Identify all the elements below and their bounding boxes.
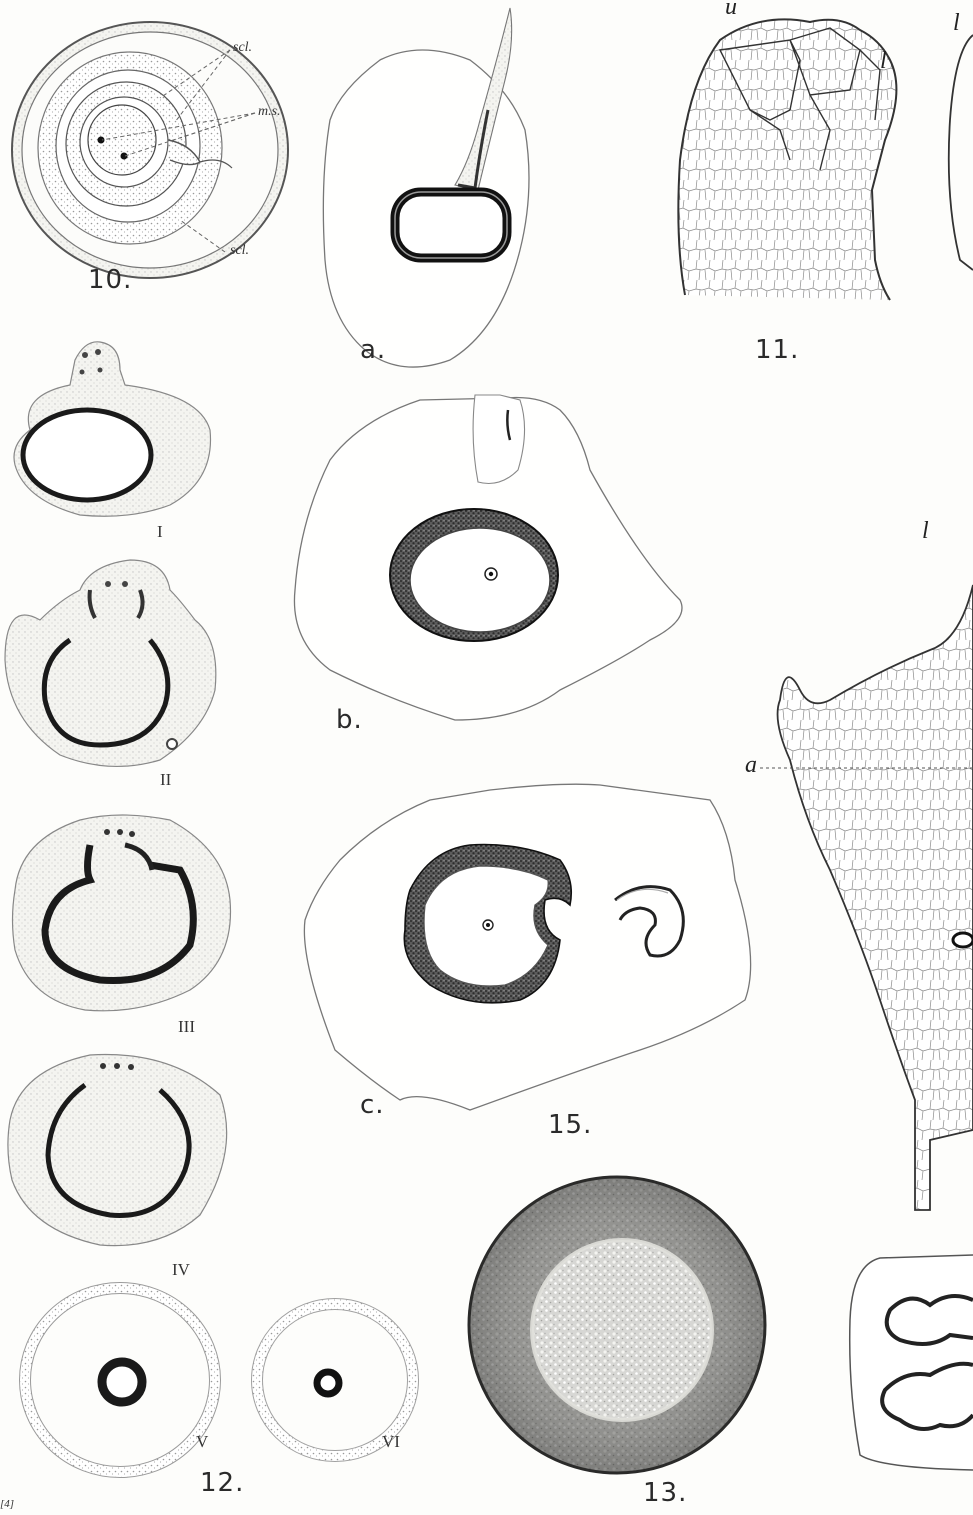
figure-15a	[323, 8, 529, 367]
figure-15c	[304, 784, 750, 1110]
figure-13	[469, 1177, 765, 1473]
figure-11-number: 11.	[755, 335, 799, 365]
figure-15a-label: a.	[360, 335, 386, 365]
figure-10-label-ms: m.s.	[258, 104, 281, 120]
figure-12-section-IV	[8, 1055, 227, 1246]
figure-12-section-II	[5, 560, 216, 766]
figure-15c-label: c.	[360, 1090, 385, 1120]
figure-12-label-III: III	[178, 1017, 195, 1037]
figure-12-label-IV: IV	[172, 1260, 190, 1280]
figure-12-label-VI: VI	[382, 1432, 400, 1452]
figure-10-label-scl-bottom: scl.	[230, 243, 249, 259]
figure-14	[760, 585, 973, 1210]
figure-12-number: 12.	[200, 1468, 244, 1498]
figure-10	[12, 22, 288, 278]
figure-15b-label: b.	[336, 705, 363, 735]
figure-12-label-I: I	[157, 522, 163, 542]
figure-11-label-u: u	[725, 0, 737, 21]
figure-15b	[294, 395, 682, 720]
figure-10-number: 10.	[88, 265, 132, 295]
corner-fragment: [4]	[0, 1498, 14, 1510]
figure-11-edge	[949, 35, 973, 270]
figure-11-label-l: l	[880, 48, 887, 75]
figure-13-number: 13.	[643, 1478, 687, 1508]
figure-12-section-V	[25, 1288, 215, 1472]
figure-12-section-III	[13, 815, 231, 1011]
figure-15-number: 15.	[548, 1110, 592, 1140]
figure-14-label-l: l	[922, 518, 929, 545]
figure-14-label-a: a	[745, 752, 757, 779]
figure-11-label-l-edge: l	[953, 10, 960, 37]
figure-10-label-scl-top: scl.	[233, 40, 252, 56]
figure-11	[678, 19, 896, 300]
figure-16-fragment	[850, 1255, 973, 1470]
figure-12-label-V: V	[196, 1432, 208, 1452]
figure-12-section-I	[14, 342, 211, 516]
figure-12-label-II: II	[160, 770, 171, 790]
